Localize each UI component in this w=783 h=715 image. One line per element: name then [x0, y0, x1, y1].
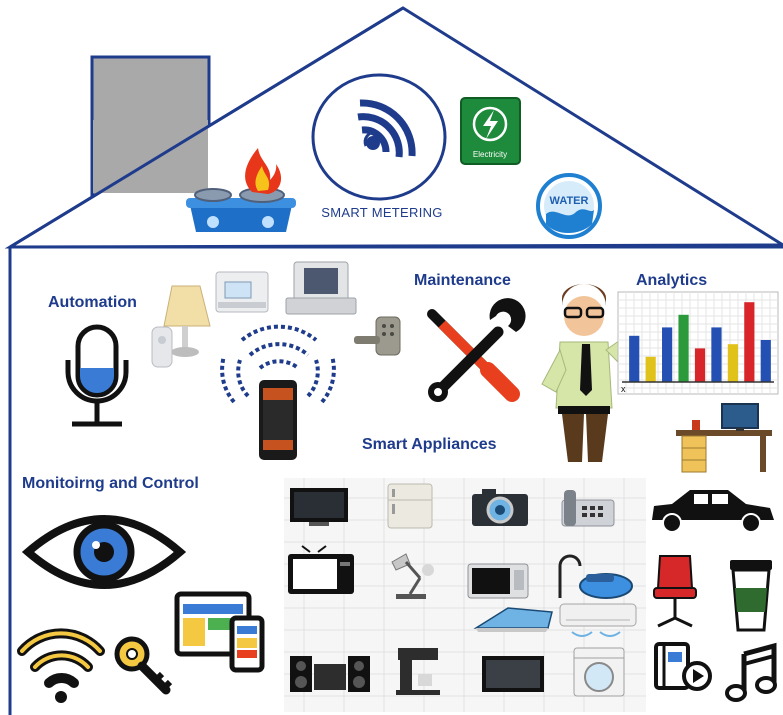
- crt-tv-icon: [288, 545, 354, 594]
- phone-icon: [561, 490, 615, 527]
- analytics-label: Analytics: [636, 272, 707, 289]
- wifi-icon: [17, 628, 105, 703]
- devices-icon: [174, 591, 265, 673]
- chart-bar: [760, 340, 771, 382]
- chart-axis-x-label: x: [621, 384, 626, 394]
- microwave-icon: [467, 563, 529, 599]
- motion-sensor-icon: [151, 326, 173, 368]
- stereo-icon: [290, 656, 370, 692]
- desk-lamp-icon: [391, 553, 434, 599]
- electricity-icon: Electricity: [460, 97, 521, 165]
- video-icon: [654, 642, 712, 691]
- lamp-icon: [163, 285, 211, 357]
- key-icon: [114, 636, 173, 695]
- office-chair-icon: [653, 555, 697, 628]
- chart-bar: [744, 302, 755, 382]
- chart-bars: [622, 302, 774, 383]
- computer-desk-icon: [676, 403, 772, 473]
- washing-machine-icon: [573, 647, 625, 697]
- chart-bar: [694, 348, 706, 382]
- security-panel-icon: [285, 261, 357, 315]
- presenter-person-icon: [541, 284, 659, 462]
- door-lock-icon: [354, 316, 401, 356]
- car-icon: [652, 490, 774, 533]
- monitoring-label: Monitoirng and Control: [22, 475, 199, 492]
- vacuum-icon: [558, 554, 633, 599]
- eye-icon: [21, 515, 187, 589]
- chart-bar: [662, 327, 673, 382]
- smart-meter-wifi-icon: [311, 73, 447, 201]
- wrench-screwdriver-icon: [427, 298, 526, 402]
- automation-label: Automation: [48, 294, 137, 311]
- chart-bar: [678, 314, 689, 382]
- chimney-mask: [93, 120, 208, 193]
- water-label: WATER: [550, 195, 589, 207]
- iron-icon: [473, 607, 553, 632]
- monitor-icon: [482, 656, 544, 692]
- music-note-icon: [725, 642, 777, 702]
- gas-stove-icon: [186, 148, 296, 232]
- chart-bar: [727, 344, 738, 382]
- chart-bar: [645, 356, 656, 382]
- electricity-label: Electricity: [473, 150, 507, 159]
- coffee-machine-icon: [396, 648, 440, 695]
- water-drop-icon: WATER: [536, 173, 602, 239]
- roof-edge-front: [9, 6, 404, 249]
- tv-icon: [290, 488, 348, 526]
- camera-icon: [472, 489, 528, 526]
- fridge-icon: [387, 483, 433, 529]
- microphone-icon: [65, 324, 129, 427]
- smart-metering-label: SMART METERING: [321, 205, 442, 220]
- air-conditioner-icon: [559, 603, 637, 637]
- maintenance-label: Maintenance: [414, 272, 511, 289]
- smartphone-icon: [259, 380, 297, 460]
- signal-waves-icon: [220, 324, 336, 404]
- thermostat-icon: [215, 271, 269, 313]
- chart-bar: [629, 335, 640, 382]
- smart-appliances-label: Smart Appliances: [362, 436, 497, 453]
- coffee-cup-icon: [730, 560, 772, 632]
- chart-bar: [711, 327, 722, 382]
- bar-chart-icon: x: [617, 291, 779, 395]
